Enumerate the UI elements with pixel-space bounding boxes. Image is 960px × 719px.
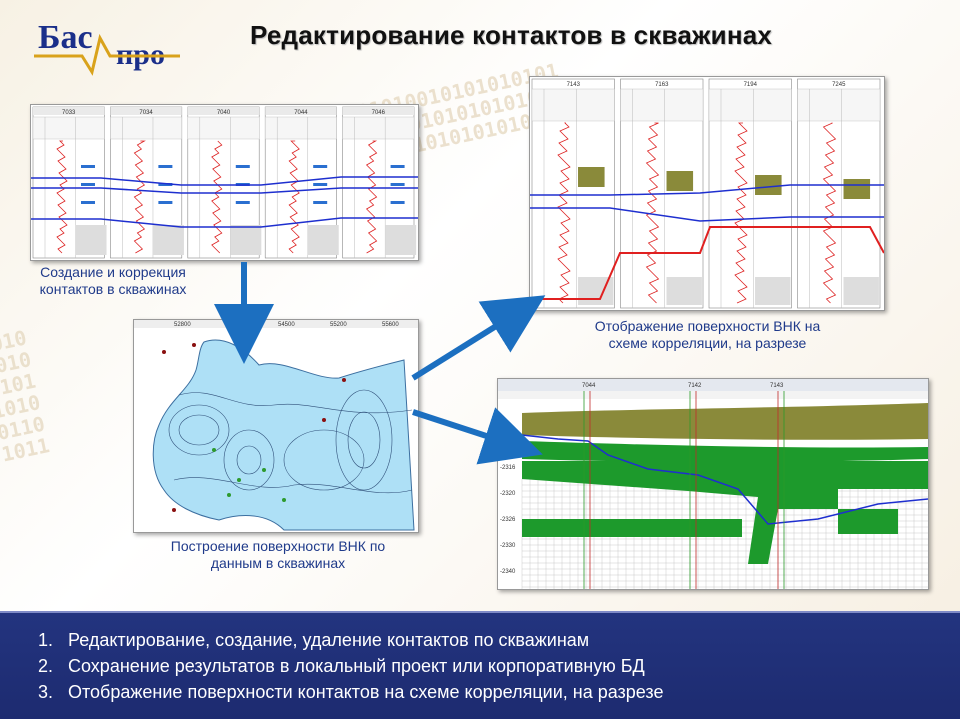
wells-log-panel: 7033 7034 7040 7044 7046	[30, 104, 419, 261]
logo: Бас про	[30, 14, 190, 78]
map-x-tick: 54500	[278, 322, 295, 328]
section-depth-tick: -2326	[500, 517, 516, 523]
arrow-to-correlation	[411, 295, 546, 381]
section-depth-tick: -2316	[500, 465, 516, 471]
map-x-tick: 54000	[226, 322, 243, 328]
section-depth-tick: -2330	[500, 543, 516, 549]
section-image: -2316 -2320 -2326 -2330 -2340 7044 7142 7143	[498, 379, 929, 589]
footer-list: Редактирование, создание, удаление конта…	[0, 613, 960, 705]
well-label: 7033	[62, 110, 76, 116]
well-label: 7046	[372, 110, 386, 116]
caption-wells: Создание и коррекция контактов в скважин…	[39, 264, 187, 297]
footer-list-item: Отображение поверхности контактов на схе…	[58, 679, 960, 705]
well-label: 7194	[744, 82, 758, 88]
map-x-tick: 52800	[174, 322, 191, 328]
contact-surface-map: 52800 54000 54500 55200 55600	[134, 320, 418, 532]
caption-map: Построение поверхности ВНК по данным в с…	[170, 538, 386, 571]
correlation-image: 7143 7163 7194 7245	[530, 78, 885, 309]
footer-list-panel: Редактирование, создание, удаление конта…	[0, 611, 960, 719]
map-x-tick: 55200	[330, 322, 347, 328]
section-well-label: 7142	[688, 383, 702, 389]
footer-list-item: Редактирование, создание, удаление конта…	[58, 627, 960, 653]
correlation-panel: 7143 7163 7194 7245	[529, 76, 885, 311]
footer-list-item: Сохранение результатов в локальный проек…	[58, 653, 960, 679]
section-well-label: 7143	[770, 383, 784, 389]
well-label: 7040	[217, 110, 231, 116]
caption-correlation: Отображение поверхности ВНК на схеме кор…	[594, 318, 821, 351]
wells-log-image: 7033 7034 7040 7044 7046	[31, 106, 418, 259]
section-panel: -2316 -2320 -2326 -2330 -2340 7044 7142 7143	[497, 378, 929, 590]
well-label: 7163	[655, 82, 669, 88]
page-title: Редактирование контактов в скважинах	[250, 20, 773, 50]
well-label: 7034	[139, 110, 153, 116]
section-well-label: 7044	[582, 383, 596, 389]
map-panel: 52800 54000 54500 55200 55600	[133, 319, 419, 533]
background-digits: 0010 1010 0101 1010 0110 1011	[0, 325, 52, 467]
logo-text-bas: Бас	[38, 19, 93, 56]
well-label: 7044	[294, 110, 308, 116]
well-label: 7143	[567, 82, 581, 88]
well-label: 7245	[832, 82, 846, 88]
section-depth-tick: -2320	[500, 491, 516, 497]
map-x-tick: 55600	[382, 322, 399, 328]
section-depth-tick: -2340	[500, 569, 516, 575]
